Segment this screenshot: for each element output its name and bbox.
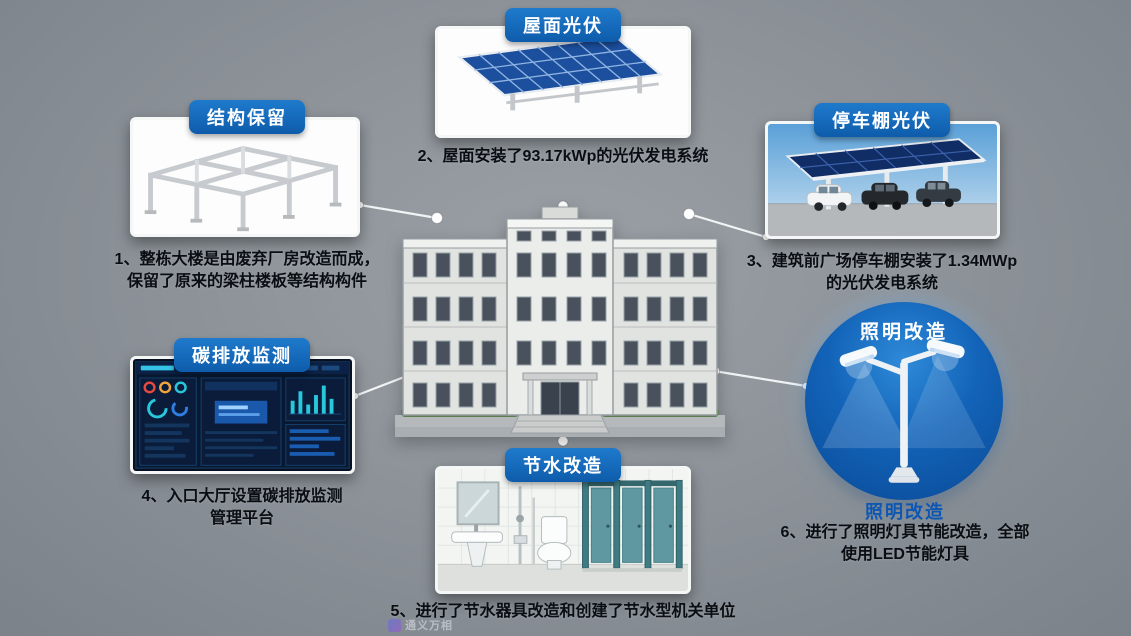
- dashboard-illustration: [133, 359, 352, 471]
- caption-water-line1: 5、进行了节水器具改造和创建了节水型机关单位: [390, 603, 736, 620]
- steel-frame-illustration: [133, 120, 357, 234]
- watermark-logo-icon: [388, 618, 401, 632]
- caption-water: 5、进行了节水器具改造和创建了节水型机关单位: [391, 601, 736, 623]
- caption-carbon-line2: 管理平台: [209, 510, 274, 527]
- callout-label-carport-pv: 停车棚光伏: [814, 103, 950, 137]
- lighting-circle-label: 照明改造: [859, 322, 948, 343]
- water-saving-image: [435, 466, 691, 594]
- caption-carport-pv-line2: 的光伏发电系统: [825, 275, 938, 292]
- carbon-dashboard-image: [130, 356, 355, 474]
- caption-roof-pv-line1: 2、屋面安装了93.17kWp的光伏发电系统: [417, 148, 709, 165]
- callout-label-structure: 结构保留: [189, 100, 305, 134]
- caption-lighting-line2: 使用LED节能灯具: [840, 546, 969, 563]
- bathroom-illustration: [438, 469, 688, 591]
- carport-illustration: [768, 124, 997, 236]
- structure-frame-image: [130, 117, 360, 237]
- lighting-circle-badge: 照明改造: [805, 302, 1003, 500]
- carport-pv-image: [765, 121, 1000, 239]
- caption-carbon-line1: 4、入口大厅设置碳排放监测: [141, 488, 343, 505]
- roof-pv-image: [435, 26, 691, 138]
- caption-structure-line1: 1、整栋大楼是由废弃厂房改造而成，: [114, 251, 380, 268]
- building-image: [395, 203, 725, 437]
- watermark-text: 通义万相: [405, 620, 453, 632]
- caption-lighting-line1: 6、进行了照明灯具节能改造，全部: [780, 524, 1030, 541]
- caption-carbon: 4、入口大厅设置碳排放监测 管理平台: [142, 486, 343, 530]
- caption-carport-pv: 3、建筑前广场停车棚安装了1.34MWp 的光伏发电系统: [747, 251, 1017, 295]
- building-illustration-svg: [395, 206, 725, 437]
- solar-panel-illustration: [438, 29, 688, 135]
- caption-carport-pv-line1: 3、建筑前广场停车棚安装了1.34MWp: [746, 253, 1018, 270]
- lighting-subtitle: 照明改造: [865, 502, 945, 522]
- callout-label-water: 节水改造: [505, 448, 621, 482]
- caption-structure-line2: 保留了原来的梁柱楼板等结构构件: [126, 273, 367, 290]
- street-lamp-icon: [822, 339, 986, 483]
- caption-roof-pv: 2、屋面安装了93.17kWp的光伏发电系统: [418, 146, 709, 168]
- callout-label-carbon: 碳排放监测: [174, 338, 310, 372]
- watermark: 通义万相: [388, 617, 453, 633]
- caption-structure: 1、整栋大楼是由废弃厂房改造而成， 保留了原来的梁柱楼板等结构构件: [115, 249, 380, 293]
- callout-label-roof-pv: 屋面光伏: [505, 8, 621, 42]
- caption-lighting: 6、进行了照明灯具节能改造，全部 使用LED节能灯具: [781, 522, 1030, 566]
